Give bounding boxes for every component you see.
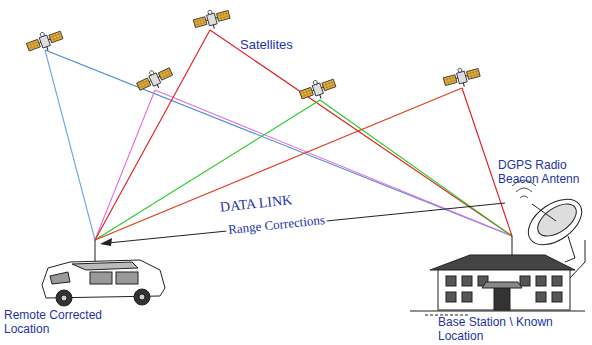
base-station-building	[410, 236, 585, 315]
signal-lines	[45, 30, 512, 240]
base-station-label: Base Station \ Known Location	[438, 315, 588, 343]
satellite-icons	[25, 6, 482, 105]
data-link-label: DATA LINK	[217, 193, 294, 215]
remote-location-label: Remote Corrected Location	[4, 308, 116, 336]
radio-beacon-antenna	[512, 180, 590, 262]
data-link-arrow	[100, 203, 505, 246]
satellites-label: Satellites	[240, 38, 293, 52]
antenna-label: DGPS Radio Beacon Antenn	[498, 158, 588, 186]
vehicle	[42, 240, 165, 306]
range-corrections-label: Range Corrections	[226, 213, 328, 237]
